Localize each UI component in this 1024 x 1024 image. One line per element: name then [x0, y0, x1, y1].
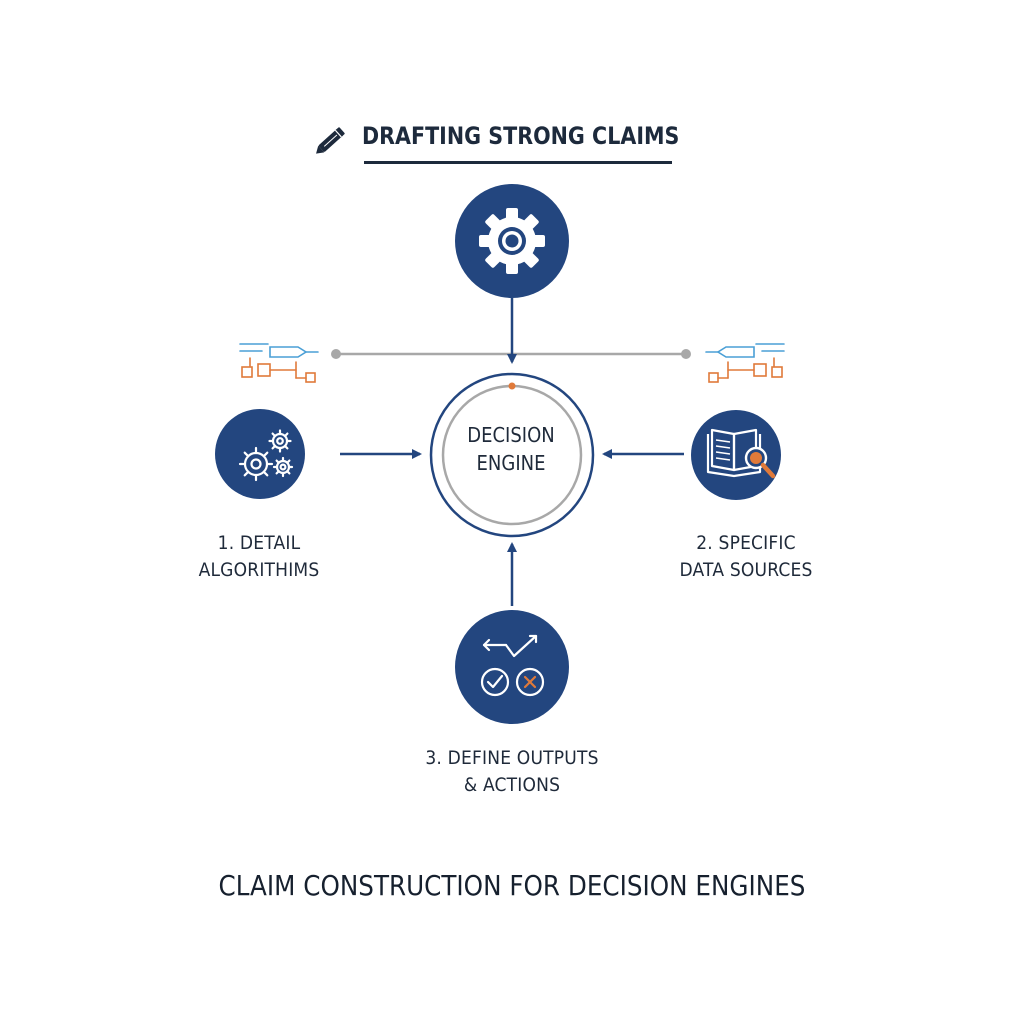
left-node — [215, 409, 305, 499]
caption-left-line1: 1. DETAIL — [183, 530, 336, 557]
right-node — [691, 410, 781, 500]
flowchart-icon-left — [240, 344, 318, 382]
caption-define-outputs: 3. DEFINE OUTPUTS & ACTIONS — [417, 745, 608, 799]
footer-title: CLAIM CONSTRUCTION FOR DECISION ENGINES — [202, 866, 822, 906]
top-gear-node — [455, 184, 569, 298]
caption-left-line2: ALGORITHIMS — [183, 557, 336, 584]
decision-engine-label: DECISION ENGINE — [445, 421, 576, 477]
caption-right-line1: 2. SPECIFIC — [674, 530, 818, 557]
caption-right-line2: DATA SOURCES — [674, 557, 818, 584]
decision-engine-line1: DECISION — [445, 421, 576, 449]
bottom-node — [455, 610, 569, 724]
gear-icon — [479, 208, 545, 274]
caption-bottom-line2: & ACTIONS — [417, 772, 608, 799]
caption-detail-algorithms: 1. DETAIL ALGORITHIMS — [183, 530, 336, 584]
caption-specific-data-sources: 2. SPECIFIC DATA SOURCES — [674, 530, 818, 584]
decision-engine-line2: ENGINE — [445, 449, 576, 477]
caption-bottom-line1: 3. DEFINE OUTPUTS — [417, 745, 608, 772]
flowchart-icon-right — [706, 344, 784, 382]
